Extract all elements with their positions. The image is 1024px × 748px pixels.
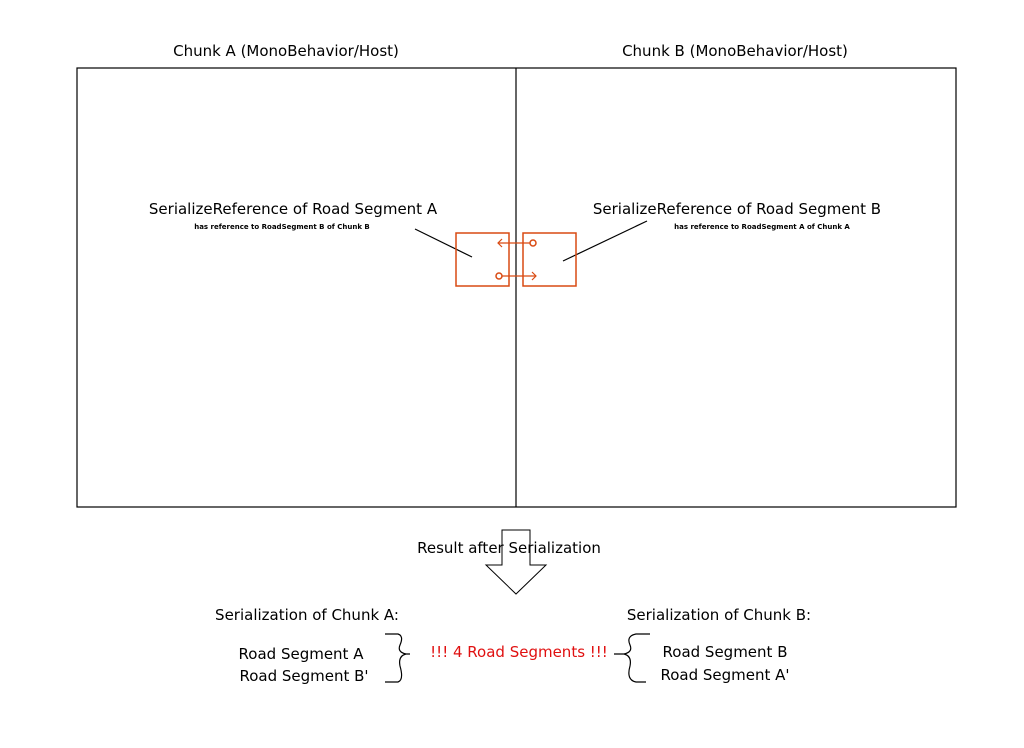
pointer-line-a — [414, 228, 473, 258]
chunk-a-item: Road Segment B' — [239, 667, 368, 685]
reference-b-label: SerializeReference of Road Segment B — [593, 200, 881, 218]
reference-arrow-b-to-a — [497, 238, 537, 248]
brace-right — [614, 633, 650, 683]
road-segment-b-box — [522, 232, 577, 287]
chunk-a-item: Road Segment A — [239, 645, 365, 663]
down-arrow-icon — [484, 529, 548, 595]
chunk-a-title: Chunk A (MonoBehavior/Host) — [173, 42, 399, 60]
pointer-line-b — [562, 220, 648, 262]
chunk-b-serialization-title: Serialization of Chunk B: — [627, 606, 811, 624]
reference-a-note: has reference to RoadSegment B of Chunk … — [194, 223, 370, 231]
warning-label: !!! 4 Road Segments !!! — [430, 643, 608, 661]
road-segment-a-box — [455, 232, 510, 287]
chunk-b-item: Road Segment A' — [660, 666, 789, 684]
reference-b-note: has reference to RoadSegment A of Chunk … — [674, 223, 850, 231]
brace-left — [385, 633, 410, 683]
chunk-b-item: Road Segment B — [663, 643, 788, 661]
chunk-b-title: Chunk B (MonoBehavior/Host) — [622, 42, 848, 60]
reference-arrow-a-to-b — [495, 271, 537, 281]
chunk-a-serialization-title: Serialization of Chunk A: — [215, 606, 399, 624]
result-label: Result after Serialization — [417, 539, 601, 557]
reference-a-label: SerializeReference of Road Segment A — [149, 200, 438, 218]
